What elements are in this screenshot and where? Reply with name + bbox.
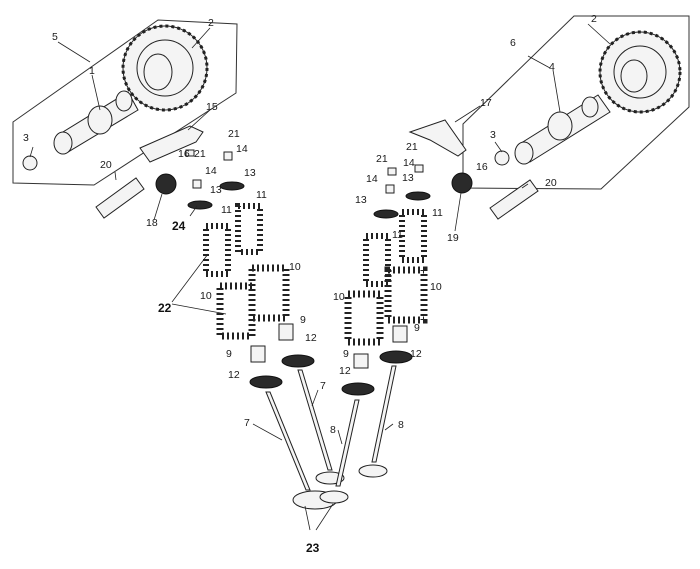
right-camshaft	[514, 94, 611, 165]
label-15: 15	[206, 101, 218, 113]
label-7-left: 7	[244, 417, 250, 429]
label-11-b: 11	[256, 189, 267, 201]
label-4: 4	[549, 61, 555, 73]
left-washer-3	[22, 155, 38, 171]
left-rocker-shaft-20	[95, 177, 145, 219]
left-cam-gear	[121, 24, 209, 112]
outer-springs-10	[216, 264, 428, 346]
label-23: 23	[306, 541, 320, 555]
label-5: 5	[52, 31, 58, 43]
part-labels: 1 2 2 3 3 4 5 6 7 7 8 8 9 9 9 9 10 10 10…	[23, 13, 597, 555]
label-9-a: 9	[226, 348, 232, 360]
label-16-right: 16	[476, 161, 488, 173]
label-19: 19	[447, 232, 459, 244]
label-11-c: 11	[392, 229, 403, 241]
left-roller-18	[155, 173, 177, 195]
inner-springs-11	[203, 203, 427, 287]
left-camshaft	[53, 90, 139, 155]
label-20-left: 20	[100, 159, 112, 171]
right-rocker-arm-17	[408, 119, 467, 157]
label-3-right: 3	[490, 129, 496, 141]
right-rocker-shaft-20	[489, 179, 539, 220]
exhaust-valves-8	[319, 365, 397, 504]
label-14-c: 14	[366, 173, 378, 185]
label-10-a: 10	[200, 290, 212, 302]
label-12-a: 12	[228, 369, 240, 381]
label-17: 17	[480, 97, 492, 109]
label-10-d: 10	[430, 281, 442, 293]
left-rocker-arm-15	[139, 125, 204, 163]
label-14-a: 14	[205, 165, 217, 177]
label-9-b: 9	[300, 314, 306, 326]
right-cam-gear	[598, 30, 682, 114]
label-24: 24	[172, 219, 186, 233]
label-9-c: 9	[343, 348, 349, 360]
label-6: 6	[510, 37, 516, 49]
valve-seals-9-and-seats-12	[249, 323, 413, 396]
label-13-a: 13	[210, 184, 222, 196]
label-2-left: 2	[208, 17, 214, 29]
valve-keepers-and-retainers	[185, 149, 431, 219]
label-1: 1	[89, 65, 95, 77]
label-20-right: 20	[545, 177, 557, 189]
label-13-c: 13	[355, 194, 367, 206]
intake-valves-7	[265, 369, 345, 510]
right-washer-3	[494, 150, 510, 166]
label-22: 22	[158, 301, 172, 315]
label-21-d: 21	[406, 141, 418, 153]
label-2-right: 2	[591, 13, 597, 25]
label-13-b: 13	[244, 167, 256, 179]
label-3-left: 3	[23, 132, 29, 144]
label-21-c: 21	[376, 153, 388, 165]
label-21-a: 21	[194, 148, 206, 160]
label-12-b: 12	[305, 332, 317, 344]
leader-lines	[29, 23, 611, 531]
label-12-c: 12	[339, 365, 351, 377]
label-21-b: 21	[228, 128, 240, 140]
label-8-left: 8	[330, 424, 336, 436]
label-11-d: 11	[432, 207, 443, 219]
label-11-a: 11	[221, 204, 232, 216]
label-14-b: 14	[236, 143, 248, 155]
label-8-right: 8	[398, 419, 404, 431]
label-13-d: 13	[402, 172, 414, 184]
label-10-c: 10	[333, 291, 345, 303]
label-14-d: 14	[403, 157, 415, 169]
label-12-d: 12	[410, 348, 422, 360]
left-camshaft-group-box	[12, 19, 238, 186]
label-9-d: 9	[414, 322, 420, 334]
label-16-left: 16	[178, 148, 190, 160]
right-roller-19	[451, 172, 473, 194]
label-7-right: 7	[320, 380, 326, 392]
label-18: 18	[146, 217, 158, 229]
label-10-b: 10	[289, 261, 301, 273]
